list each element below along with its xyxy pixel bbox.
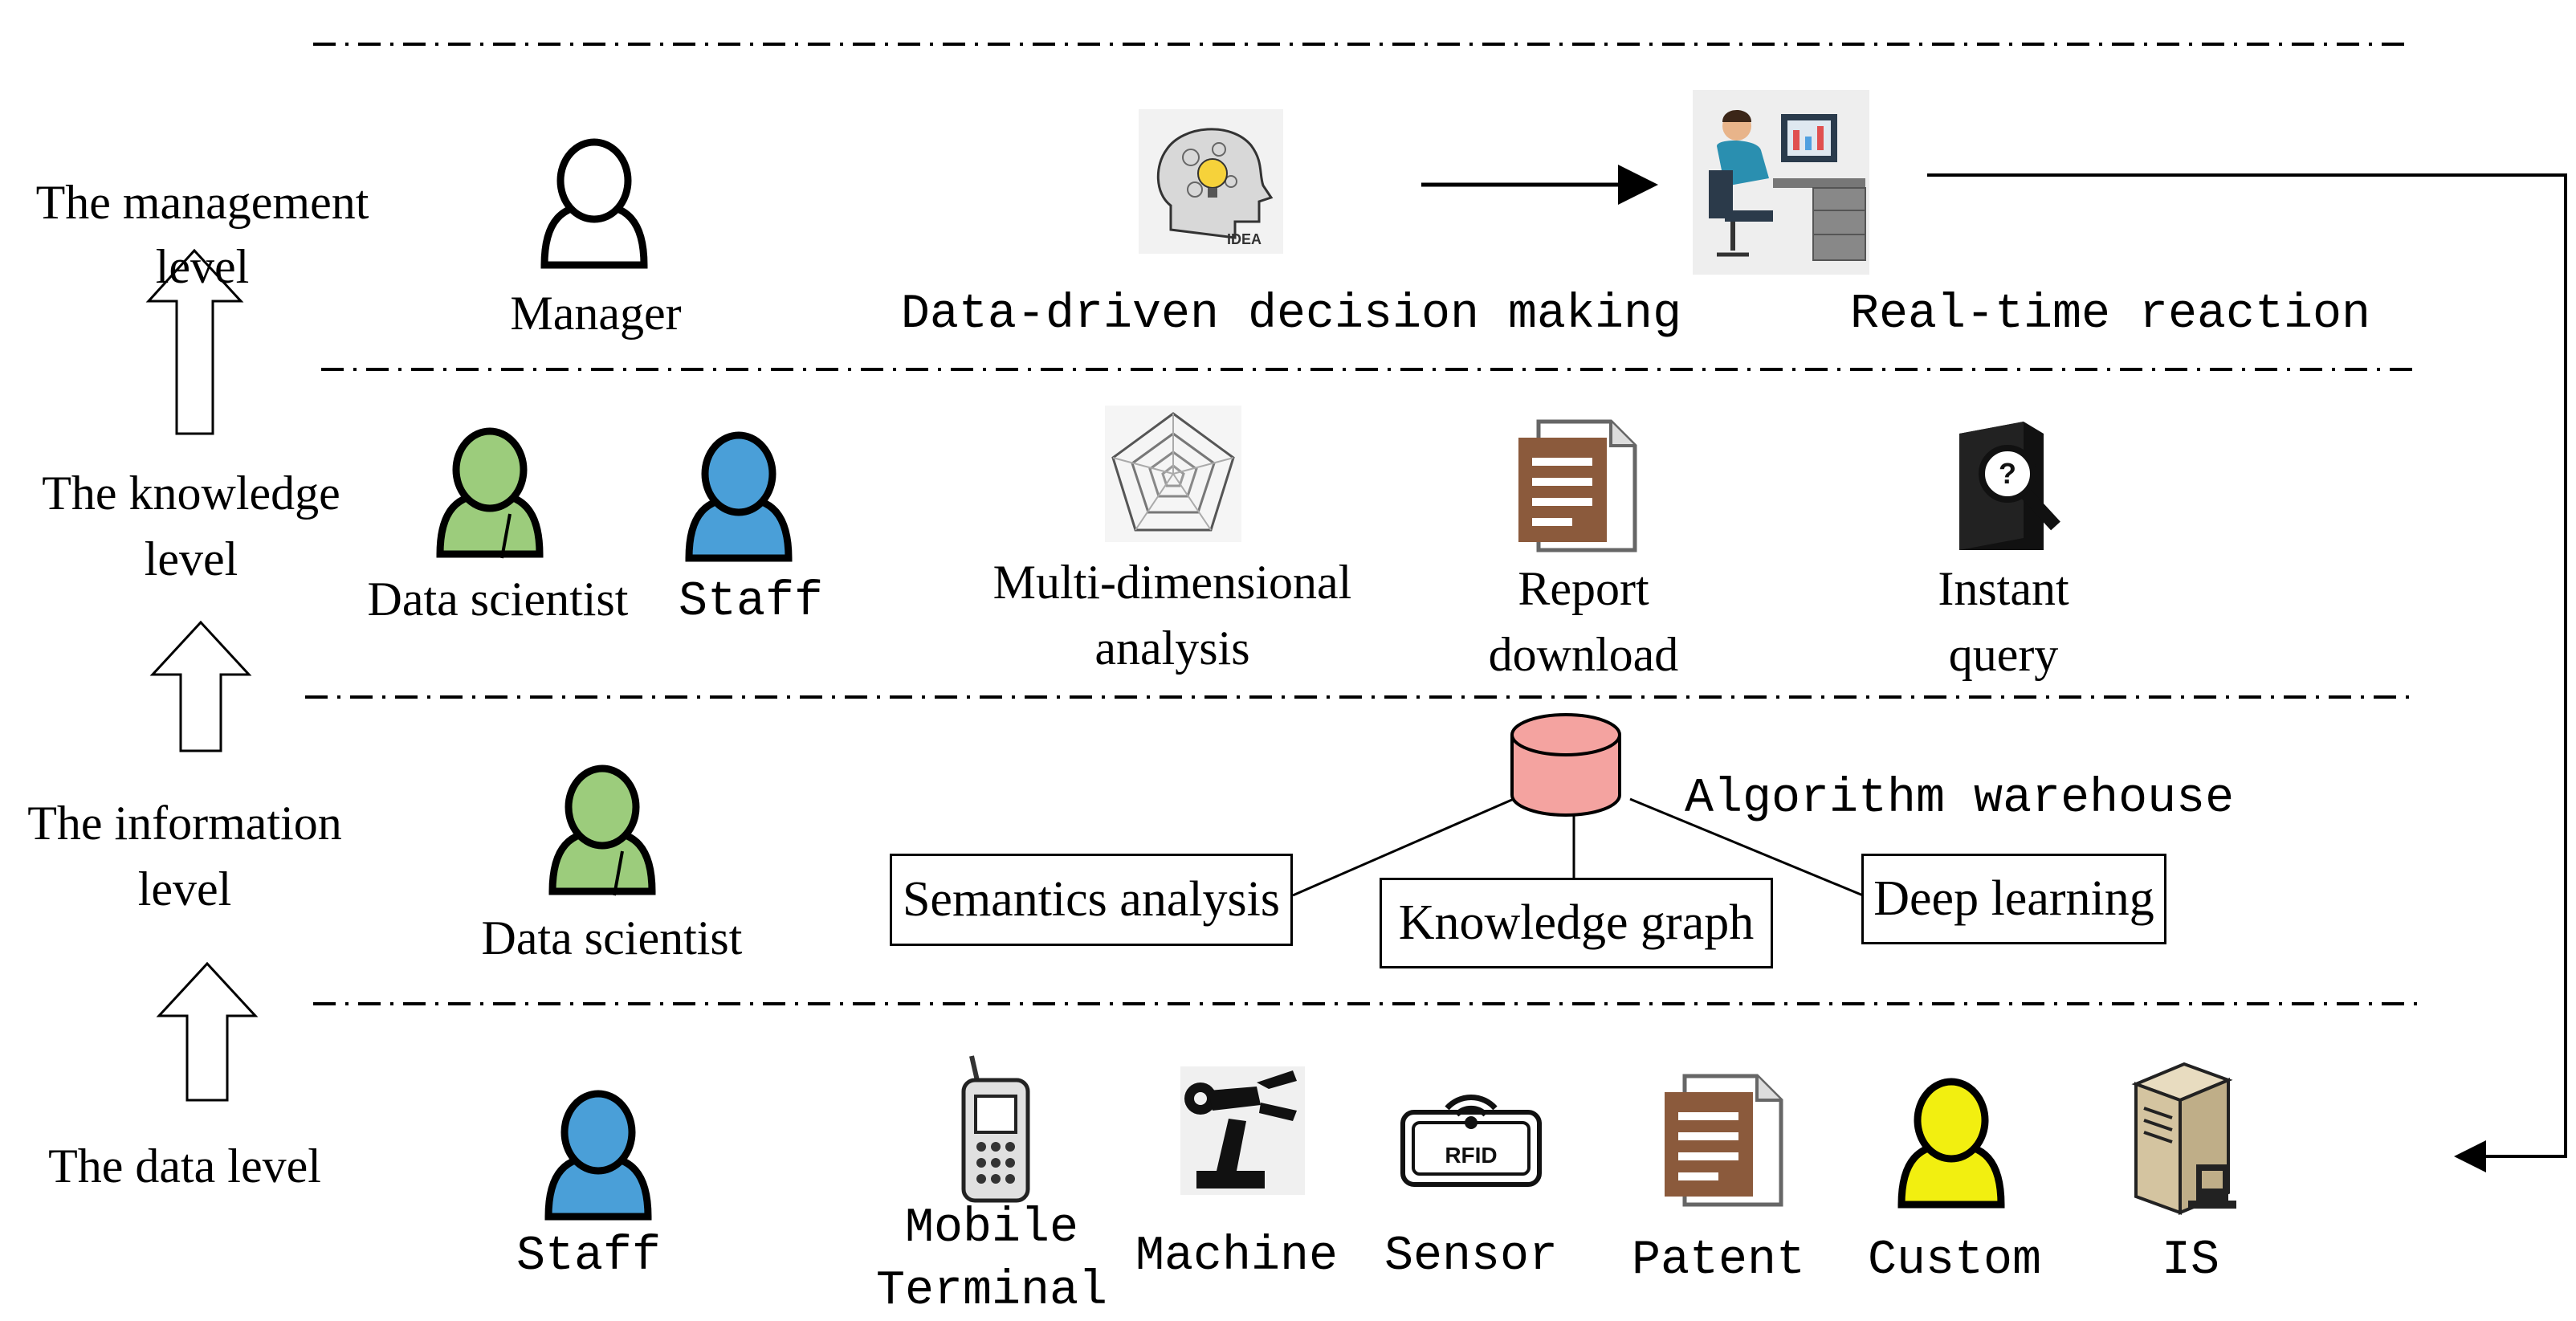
machine-label: Machine [1135, 1229, 1339, 1284]
multi-dimensional-label-line1: Multi-dimensional [992, 556, 1352, 609]
management-level-label-line1: The management [35, 176, 369, 229]
robot-arm-machine-icon [1180, 1066, 1305, 1195]
information-level-label-line1: The information [27, 797, 342, 850]
algorithm-warehouse-label: Algorithm warehouse [1685, 772, 2235, 826]
mobile-terminal-label-line1: Mobile [904, 1201, 1079, 1256]
instant-query-book-icon: ? [1959, 422, 2060, 550]
instant-query-label-line1: Instant [1938, 562, 2069, 615]
manager-label: Manager [510, 287, 682, 340]
mobile-terminal-label-line2: Terminal [875, 1264, 1108, 1319]
svg-text:?: ? [1999, 457, 2016, 490]
up-arrow-data-to-information [156, 961, 259, 1102]
report-label-line1: Report [1518, 562, 1649, 615]
data-scientist-person-icon [436, 427, 544, 559]
is-server-icon [2131, 1062, 2236, 1215]
connector-db-semantics [1292, 797, 1514, 897]
report-label-line2: download [1488, 628, 1679, 681]
deep-learning-box: Deep learning [1861, 854, 2166, 944]
manager-person-icon [540, 138, 648, 269]
svg-text:IDEA: IDEA [1227, 231, 1262, 247]
patent-document-icon [1665, 1074, 1783, 1207]
data-staff-label: Staff [516, 1229, 662, 1284]
multi-dimensional-label-line2: analysis [1094, 622, 1250, 675]
information-level-label-line2: level [137, 862, 232, 915]
knowledge-level-label-line1: The knowledge [42, 467, 340, 520]
is-label: IS [2161, 1233, 2220, 1288]
knowledge-level-label-line2: level [144, 532, 238, 585]
custom-person-icon [1897, 1078, 2005, 1209]
radar-chart-icon [1105, 406, 1241, 542]
information-data-scientist-label: Data scientist [481, 911, 743, 964]
custom-label: Custom [1867, 1233, 2042, 1288]
knowledge-graph-box: Knowledge graph [1380, 878, 1773, 968]
report-document-icon [1518, 419, 1637, 552]
information-data-scientist-person-icon [548, 764, 656, 896]
knowledge-staff-label: Staff [678, 575, 824, 630]
decision-making-label: Data-driven decision making [900, 287, 1682, 342]
patent-label: Patent [1631, 1233, 1806, 1288]
knowledge-data-scientist-label: Data scientist [367, 573, 629, 626]
mobile-phone-icon [961, 1055, 1030, 1203]
connector-db-deep-learning [1629, 797, 1864, 897]
up-arrow-knowledge-to-management [145, 248, 244, 435]
management-level-label-line2: level [155, 240, 250, 293]
staff-person-icon [685, 431, 793, 562]
feedback-loop-arrow [1927, 173, 2567, 1172]
idea-head-icon: IDEA [1139, 109, 1283, 254]
algorithm-warehouse-database-icon [1510, 713, 1621, 817]
sensor-label: Sensor [1384, 1229, 1559, 1284]
data-level-label: The data level [48, 1140, 321, 1193]
up-arrow-information-to-knowledge [149, 620, 252, 752]
office-worker-computer-icon [1693, 90, 1869, 275]
rfid-sensor-icon: RFID [1400, 1095, 1542, 1187]
real-time-reaction-label: Real-time reaction [1849, 287, 2371, 342]
semantics-analysis-box: Semantics analysis [890, 854, 1293, 946]
data-staff-person-icon [544, 1090, 652, 1221]
instant-query-label-line2: query [1948, 628, 2059, 681]
svg-text:RFID: RFID [1445, 1143, 1497, 1168]
